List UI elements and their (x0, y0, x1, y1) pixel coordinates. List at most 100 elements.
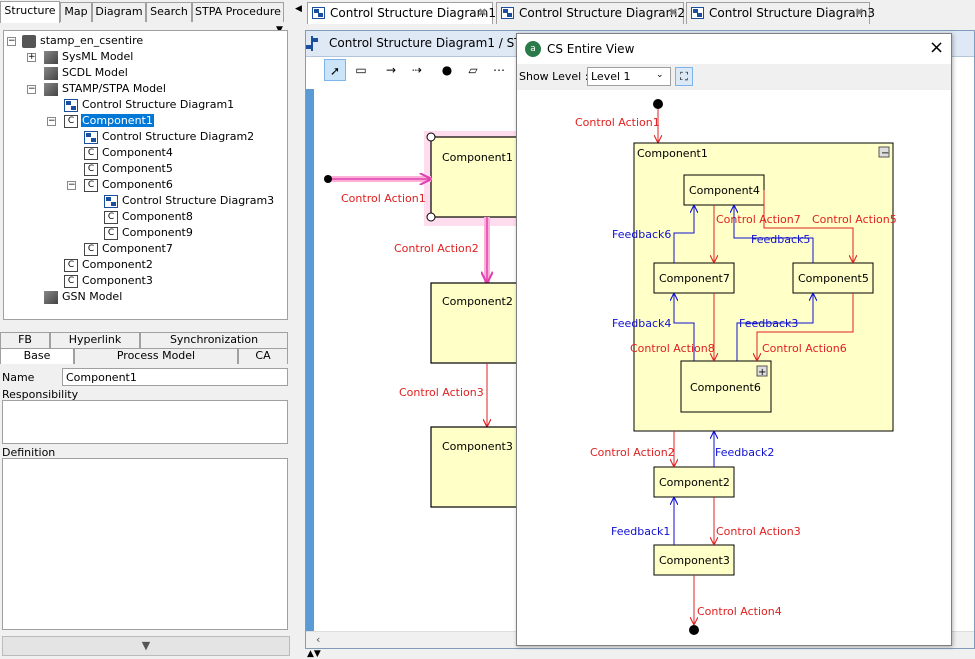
main-component1-label: Component1 (442, 151, 513, 164)
entire-ca1-label: Control Action1 (575, 116, 660, 129)
tree-item-csd3[interactable]: Control Structure Diagram3 (104, 193, 275, 209)
diagram-icon (501, 7, 514, 19)
close-icon[interactable]: ✖ (668, 6, 678, 19)
diagram-icon (311, 36, 313, 51)
component-icon: C (104, 226, 118, 240)
component-tool-icon[interactable]: ▭ (355, 63, 367, 77)
note-tool-icon[interactable]: ▱ (468, 63, 478, 77)
entire-component6[interactable] (680, 360, 772, 413)
collapse-icon[interactable] (878, 146, 890, 158)
name-field[interactable] (62, 368, 288, 386)
entire-component3-label: Component3 (659, 554, 730, 567)
tree-item-csd1[interactable]: Control Structure Diagram1 (64, 97, 235, 113)
component-icon: C (84, 178, 98, 192)
entire-component7-label: Component7 (659, 272, 730, 285)
tab-base[interactable]: Base (0, 348, 74, 364)
definition-field[interactable] (2, 458, 288, 630)
tab-process-model[interactable]: Process Model (74, 348, 238, 364)
model-icon (44, 82, 58, 96)
close-icon[interactable]: × (929, 37, 945, 58)
close-icon[interactable]: ✖ (477, 6, 487, 19)
tab-hyperlink[interactable]: Hyperlink (50, 332, 140, 348)
entire-component5[interactable] (792, 262, 874, 294)
tree-item-stamp[interactable]: STAMP/STPA Model (44, 81, 167, 97)
collapse-icon[interactable]: − (27, 84, 36, 94)
collapse-icon[interactable]: − (67, 180, 76, 190)
property-tab-row-2: Base Process Model CA (0, 348, 290, 364)
entire-component4[interactable] (683, 174, 765, 206)
tree-item-gsn[interactable]: GSN Model (44, 289, 123, 305)
collapse-panel-button[interactable]: ▼ (2, 636, 290, 656)
entire-source-point (653, 99, 663, 109)
splitter[interactable] (294, 0, 302, 659)
tab-search[interactable]: Search (146, 2, 192, 22)
tree-item-root[interactable]: stamp_en_csentire (22, 33, 144, 49)
entire-component3[interactable] (653, 544, 735, 576)
collapse-left-icon[interactable]: ◀ (295, 4, 302, 14)
tab-stpa-procedure[interactable]: STPA Procedure (192, 2, 284, 22)
tree-item-scdl[interactable]: SCDL Model (44, 65, 129, 81)
tab-map[interactable]: Map (60, 2, 92, 22)
tree-item-sysml[interactable]: SysML Model (44, 49, 134, 65)
entire-ca5-arrow (763, 190, 853, 262)
close-icon[interactable]: ✖ (854, 6, 864, 19)
entire-component7[interactable] (653, 262, 735, 294)
resize-handle[interactable] (426, 212, 436, 222)
source-point[interactable] (324, 175, 332, 183)
entire-fb6-arrow (673, 206, 694, 263)
tab-csd1[interactable]: Control Structure Diagram1✖ (307, 2, 496, 24)
expand-icon[interactable] (756, 365, 768, 377)
dashed-arrow-tool-icon[interactable]: ⇢ (411, 63, 423, 77)
resize-handle[interactable] (426, 132, 436, 142)
entire-ca6-arrow (757, 293, 854, 360)
tab-csd3[interactable]: Control Structure Diagram3✖ (686, 2, 875, 24)
structure-tree: − stamp_en_csentire + SysML Model SCDL M… (3, 30, 288, 320)
model-icon (44, 50, 58, 64)
arrow-tool-icon[interactable]: → (385, 63, 397, 77)
tab-synchronization[interactable]: Synchronization (140, 332, 288, 348)
scroll-arrows-icon[interactable]: ▲▼ (307, 649, 321, 659)
collapse-icon[interactable]: − (7, 36, 16, 46)
responsibility-label: Responsibility (2, 388, 79, 401)
tree-item-csd2[interactable]: Control Structure Diagram2 (84, 129, 255, 145)
entire-fb5-label: Feedback5 (751, 233, 810, 246)
main-component2[interactable] (430, 282, 522, 364)
main-ca2-label: Control Action2 (394, 242, 479, 255)
entire-component4-label: Component4 (689, 184, 760, 197)
show-level-select[interactable]: Level 1 ⌄ (587, 67, 671, 86)
dialog-toolbar: Show Level : Level 1 ⌄ ⛶ (517, 64, 951, 90)
point-tool-icon[interactable]: ● (441, 63, 453, 77)
more-tools-icon[interactable]: ⋯ (493, 63, 505, 77)
tab-ca[interactable]: CA (238, 348, 288, 364)
expand-icon[interactable]: + (27, 52, 36, 62)
entire-fb6-label: Feedback6 (612, 228, 671, 241)
main-ca3-label: Control Action3 (399, 386, 484, 399)
diagram-icon (64, 98, 78, 112)
editor-side-strip (306, 89, 314, 634)
fit-view-icon[interactable]: ⛶ (675, 67, 693, 86)
collapse-icon[interactable]: − (47, 116, 56, 126)
entire-ca6-label: Control Action6 (762, 342, 847, 355)
tab-diagram[interactable]: Diagram (92, 2, 146, 22)
diagram-icon (691, 7, 704, 19)
tab-fb[interactable]: FB (0, 332, 50, 348)
tab-structure[interactable]: Structure (0, 1, 60, 23)
entire-component2[interactable] (653, 466, 735, 498)
scroll-left-icon[interactable]: ‹ (316, 633, 321, 646)
responsibility-field[interactable] (2, 400, 288, 444)
tab-csd2[interactable]: Control Structure Diagram2✖ (496, 2, 685, 24)
select-tool-icon[interactable]: ➚ (324, 59, 346, 81)
main-component3[interactable] (430, 426, 522, 508)
entire-ca4-label: Control Action4 (697, 605, 782, 618)
